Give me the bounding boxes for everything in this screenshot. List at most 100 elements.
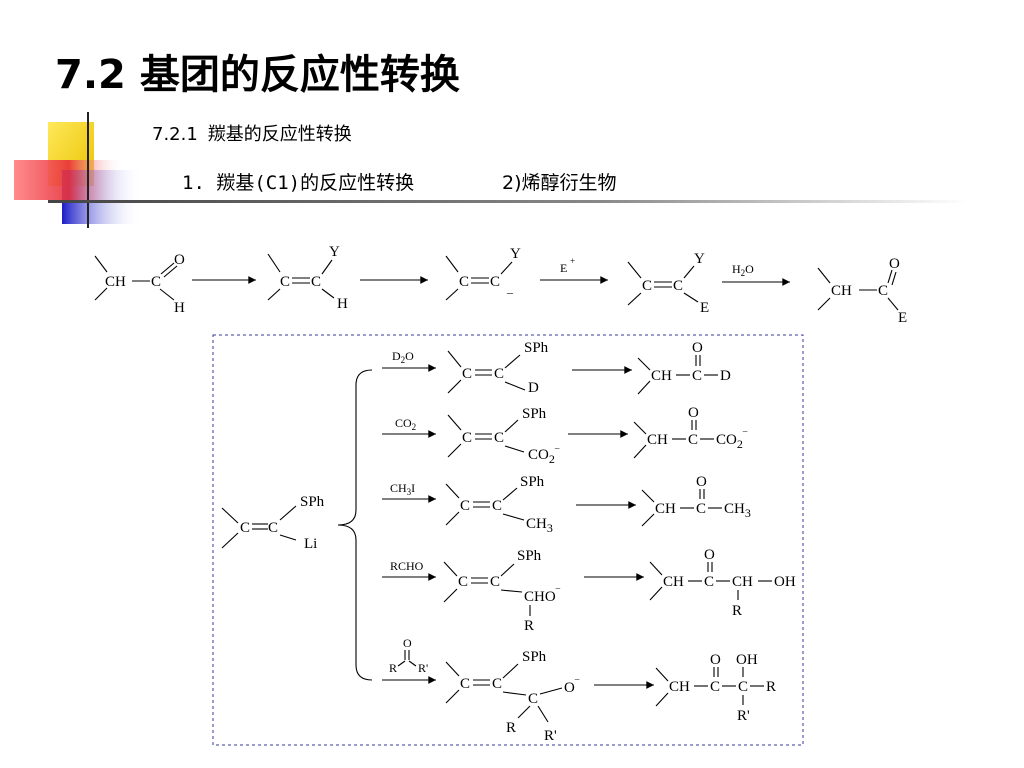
row4-prod-r: R bbox=[732, 603, 742, 619]
s4-c2: C bbox=[673, 278, 683, 294]
subsection-text: 羰基的反应性转换 bbox=[207, 124, 352, 145]
s5-c: C bbox=[878, 283, 888, 299]
row2-prod-o: O bbox=[688, 405, 699, 421]
svg-text:C: C bbox=[494, 366, 504, 382]
item-overlap-heading: 2)烯醇衍生物 bbox=[502, 172, 617, 194]
row-2: CO2 C C SPh CO2– CH C O CO2– bbox=[382, 405, 748, 466]
reagent-e: E bbox=[560, 261, 567, 275]
row5-inter-r2: R' bbox=[544, 728, 557, 744]
s2-h: H bbox=[337, 296, 348, 312]
s5-ch: CH bbox=[831, 283, 852, 299]
row5-prod-ch: CH bbox=[669, 679, 690, 695]
subsection-number: 7.2.1 bbox=[152, 124, 198, 145]
row5-reagent-r: R bbox=[389, 661, 397, 675]
row5-inter-r: R bbox=[506, 720, 516, 736]
row4-reagent: RCHO bbox=[390, 559, 424, 573]
svg-text:C: C bbox=[492, 676, 502, 692]
top-arrow-3: E + bbox=[540, 256, 609, 284]
row4-prod-c: C bbox=[704, 574, 714, 590]
start-sph: SPh bbox=[300, 494, 325, 510]
page-title: 7.2 基团的反应性转换 bbox=[55, 42, 460, 100]
row5-inter-o: O– bbox=[564, 674, 580, 696]
row3-prod-ch3: CH3 bbox=[724, 501, 751, 520]
s5-e: E bbox=[898, 310, 907, 326]
top-structure-3: C C Y – bbox=[445, 246, 521, 301]
row-4: RCHO C C SPh CHO– R CH C O CH OH R bbox=[382, 547, 796, 634]
s1-o: O bbox=[174, 252, 185, 268]
svg-text:C: C bbox=[460, 498, 470, 514]
row3-inter-ch3: CH3 bbox=[526, 516, 553, 535]
row5-prod-c: C bbox=[710, 679, 720, 695]
row3-prod-o: O bbox=[696, 474, 707, 490]
top-arrow-4: H2O bbox=[722, 262, 791, 286]
row3-reagent: CH3I bbox=[390, 481, 415, 497]
title-text: 基团的反应性转换 bbox=[139, 52, 460, 98]
row1-prod-ch: CH bbox=[651, 368, 672, 384]
row5-prod-o: O bbox=[710, 652, 721, 668]
row3-prod-ch: CH bbox=[655, 501, 676, 517]
row2-inter-co2: CO2– bbox=[528, 443, 560, 466]
row3-inter-sph: SPh bbox=[520, 474, 545, 490]
row3-prod-c: C bbox=[696, 501, 706, 517]
item-heading: 1. 羰基(C1)的反应性转换 bbox=[182, 172, 415, 194]
s3-minus: – bbox=[506, 285, 514, 299]
svg-text:C: C bbox=[458, 574, 468, 590]
row5-inter-sph: SPh bbox=[522, 649, 547, 665]
row5-prod-c2: C bbox=[738, 679, 748, 695]
s5-o: O bbox=[889, 256, 900, 272]
row5-prod-oh: OH bbox=[736, 652, 758, 668]
row-1: D2O C C SPh D CH C O D bbox=[382, 340, 731, 396]
box-start-structure: C C SPh Li bbox=[221, 494, 325, 552]
start-li: Li bbox=[304, 536, 317, 552]
reagent-e-plus: + bbox=[570, 256, 575, 266]
s3-c1: C bbox=[459, 274, 469, 290]
s2-c2: C bbox=[311, 274, 321, 290]
s3-c2: C bbox=[490, 274, 500, 290]
subsection-heading: 7.2.1 羰基的反应性转换 bbox=[152, 120, 352, 146]
row1-prod-o: O bbox=[692, 340, 703, 356]
s2-y: Y bbox=[329, 244, 340, 260]
row4-inter-sph: SPh bbox=[517, 548, 542, 564]
row-5: O R R' C C SPh C O– R R' CH C O C OH R bbox=[382, 636, 776, 744]
row4-inter-cho: CHO– bbox=[524, 583, 561, 605]
row1-inter-sph: SPh bbox=[524, 340, 549, 356]
row5-prod-r: R bbox=[766, 679, 776, 695]
s4-c1: C bbox=[642, 278, 652, 294]
row2-prod-c: C bbox=[688, 432, 698, 448]
row2-prod-ch: CH bbox=[647, 432, 668, 448]
row1-inter-d: D bbox=[528, 380, 539, 396]
top-structure-4: C C Y E bbox=[627, 251, 709, 316]
s1-ch: CH bbox=[105, 274, 126, 290]
start-c1: C bbox=[240, 520, 250, 536]
row5-reagent-r2: R' bbox=[418, 661, 428, 675]
row4-prod-o: O bbox=[704, 547, 715, 563]
s1-c: C bbox=[151, 274, 161, 290]
top-structure-2: C C Y H bbox=[267, 244, 348, 312]
start-c2: C bbox=[268, 520, 278, 536]
s3-y: Y bbox=[510, 246, 521, 262]
s1-h: H bbox=[174, 300, 185, 316]
box-brace bbox=[337, 369, 373, 681]
row-3: CH3I C C SPh CH3 CH C O CH3 bbox=[382, 474, 751, 535]
row5-reagent-o: O bbox=[403, 636, 412, 650]
s4-e: E bbox=[700, 300, 709, 316]
row2-reagent: CO2 bbox=[395, 416, 416, 432]
svg-text:C: C bbox=[492, 498, 502, 514]
svg-text:C: C bbox=[490, 574, 500, 590]
top-structure-5: CH C O E bbox=[817, 256, 907, 326]
svg-text:C: C bbox=[462, 366, 472, 382]
row1-reagent: D2O bbox=[392, 349, 414, 365]
row1-prod-d: D bbox=[720, 368, 731, 384]
top-structure-1: CH C O H bbox=[94, 252, 185, 316]
title-number: 7.2 bbox=[55, 52, 126, 98]
row1-prod-c: C bbox=[692, 368, 702, 384]
svg-text:C: C bbox=[462, 430, 472, 446]
svg-text:C: C bbox=[460, 676, 470, 692]
reagent-h2o: H2O bbox=[732, 262, 754, 278]
row4-prod-oh: OH bbox=[774, 574, 796, 590]
row5-inter-c: C bbox=[528, 691, 538, 707]
row2-prod-co2: CO2– bbox=[716, 426, 748, 451]
row5-prod-r2: R' bbox=[737, 708, 750, 724]
row2-inter-sph: SPh bbox=[522, 406, 547, 422]
